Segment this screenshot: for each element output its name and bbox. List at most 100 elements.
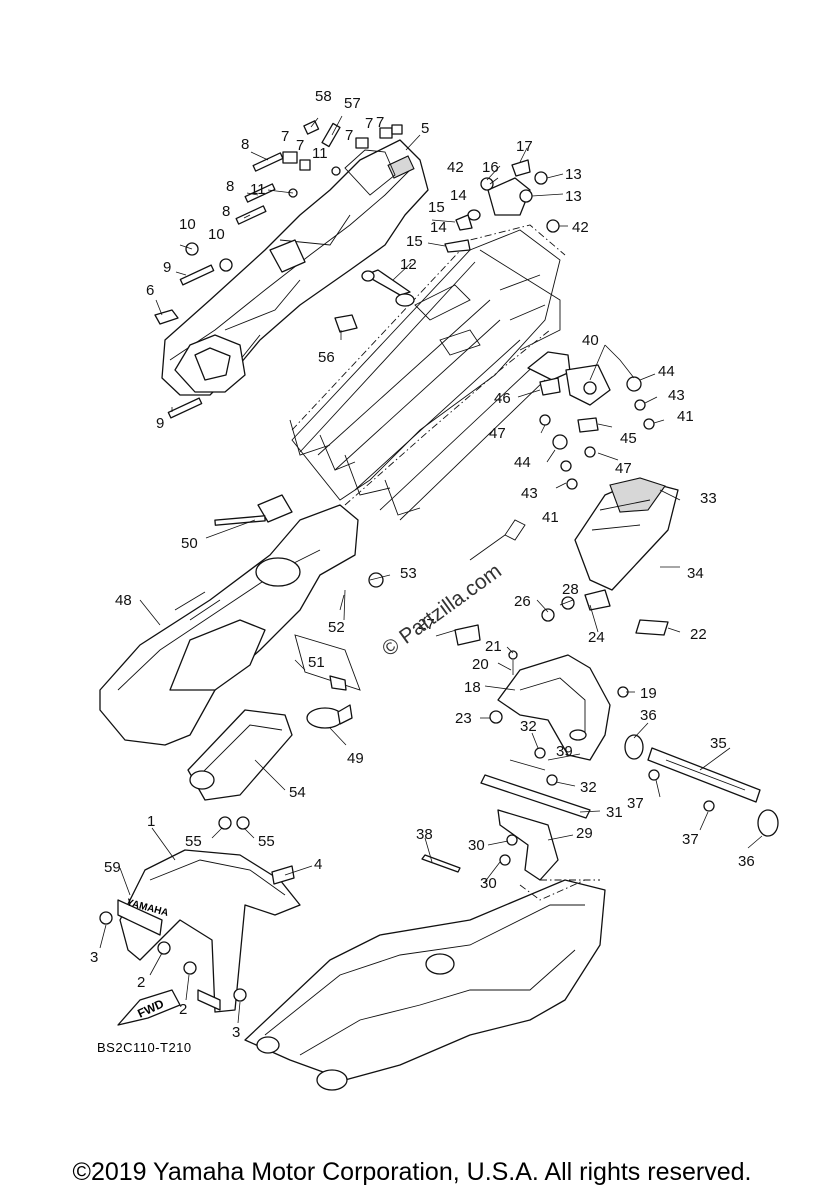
- callout-4: 4: [314, 856, 322, 873]
- rear-reflector-stay: [624, 734, 779, 837]
- callout-54: 54: [289, 784, 306, 801]
- footrest-bracket: [527, 351, 655, 490]
- callout-57: 57: [344, 95, 361, 112]
- callout-7: 7: [296, 137, 304, 154]
- callout-56: 56: [318, 349, 335, 366]
- callout-51: 51: [308, 654, 325, 671]
- swingarm: [244, 879, 606, 1091]
- callout-32: 32: [520, 718, 537, 735]
- reflector-hardware: [294, 589, 361, 729]
- callout-37: 37: [682, 831, 699, 848]
- callout-23: 23: [455, 710, 472, 727]
- callout-8: 8: [241, 136, 249, 153]
- callout-14: 14: [450, 187, 467, 204]
- tail-frame-assembly: [161, 139, 429, 396]
- fwd-arrow-icon: FWD: [117, 989, 181, 1026]
- callout-36: 36: [738, 853, 755, 870]
- front-fender: [99, 849, 301, 1013]
- callout-14: 14: [430, 219, 447, 236]
- callout-47: 47: [489, 425, 506, 442]
- callout-40: 40: [582, 332, 599, 349]
- callout-44: 44: [658, 363, 675, 380]
- callout-17: 17: [516, 138, 533, 155]
- callout-2: 2: [137, 974, 145, 991]
- callout-21: 21: [485, 638, 502, 655]
- callout-34: 34: [687, 565, 704, 582]
- callout-3: 3: [232, 1024, 240, 1041]
- callout-30: 30: [480, 875, 497, 892]
- callout-1: 1: [147, 813, 155, 830]
- callout-13: 13: [565, 166, 582, 183]
- callout-55: 55: [185, 833, 202, 850]
- callout-12: 12: [400, 256, 417, 273]
- callout-27: 27: [418, 616, 435, 633]
- callout-36: 36: [640, 707, 657, 724]
- license-light-mount: [421, 747, 591, 873]
- callout-7: 7: [376, 114, 384, 131]
- callout-32: 32: [580, 779, 597, 796]
- callout-53: 53: [400, 565, 417, 582]
- callout-7: 7: [345, 127, 353, 144]
- callout-9: 9: [163, 259, 171, 276]
- callout-11: 11: [312, 145, 328, 162]
- callout-47: 47: [615, 460, 632, 477]
- callout-6: 6: [146, 282, 154, 299]
- lower-panel: [187, 709, 293, 830]
- callout-19: 19: [640, 685, 657, 702]
- callout-13: 13: [565, 188, 582, 205]
- callout-41: 41: [542, 509, 559, 526]
- callout-39: 39: [556, 743, 573, 760]
- callout-7: 7: [281, 128, 289, 145]
- bracket-hardware-upper: [444, 159, 560, 253]
- callout-43: 43: [668, 387, 685, 404]
- callout-11: 11: [250, 181, 266, 198]
- callout-16: 16: [482, 159, 499, 176]
- callout-18: 18: [464, 679, 481, 696]
- inner-fender: [99, 494, 384, 746]
- hugger-bracket: [497, 809, 559, 881]
- callout-30: 30: [468, 837, 485, 854]
- copyright-notice: ©2019 Yamaha Motor Corporation, U.S.A. A…: [72, 1158, 752, 1186]
- callout-3: 3: [90, 949, 98, 966]
- callout-7: 7: [365, 115, 373, 132]
- callout-33: 33: [700, 490, 717, 507]
- license-bracket: [454, 477, 679, 646]
- callout-5: 5: [421, 120, 429, 137]
- leader-lines: [99, 115, 763, 1024]
- callout-52: 52: [328, 619, 345, 636]
- callout-26: 26: [514, 593, 531, 610]
- callout-2: 2: [179, 1001, 187, 1018]
- callout-9: 9: [156, 415, 164, 432]
- callout-45: 45: [620, 430, 637, 447]
- callout-43: 43: [521, 485, 538, 502]
- tail-light-housing: [489, 650, 629, 761]
- callout-29: 29: [576, 825, 593, 842]
- callout-35: 35: [710, 735, 727, 752]
- callout-48: 48: [115, 592, 132, 609]
- callout-58: 58: [315, 88, 332, 105]
- callout-22: 22: [690, 626, 707, 643]
- callout-31: 31: [606, 804, 623, 821]
- callout-28: 28: [562, 581, 579, 598]
- callout-42: 42: [572, 219, 589, 236]
- callout-38: 38: [416, 826, 433, 843]
- callout-49: 49: [347, 750, 364, 767]
- callout-10: 10: [208, 226, 225, 243]
- callout-37: 37: [627, 795, 644, 812]
- callout-labels: 58 57 5 7 7 7 7 7 8 8 8 11 11 10 10 9 9 …: [90, 88, 755, 1041]
- callout-15: 15: [406, 233, 423, 250]
- diagram-code: BS2C110-T210: [97, 1040, 192, 1055]
- callout-59: 59: [104, 859, 121, 876]
- callout-15: 15: [428, 199, 445, 216]
- callout-42: 42: [447, 159, 464, 176]
- callout-44: 44: [514, 454, 531, 471]
- callout-24: 24: [588, 629, 605, 646]
- callout-50: 50: [181, 535, 198, 552]
- callout-20: 20: [472, 656, 489, 673]
- main-frame: [289, 224, 566, 521]
- callout-8: 8: [226, 178, 234, 195]
- callout-46: 46: [494, 390, 511, 407]
- callout-10: 10: [179, 216, 196, 233]
- callout-41: 41: [677, 408, 694, 425]
